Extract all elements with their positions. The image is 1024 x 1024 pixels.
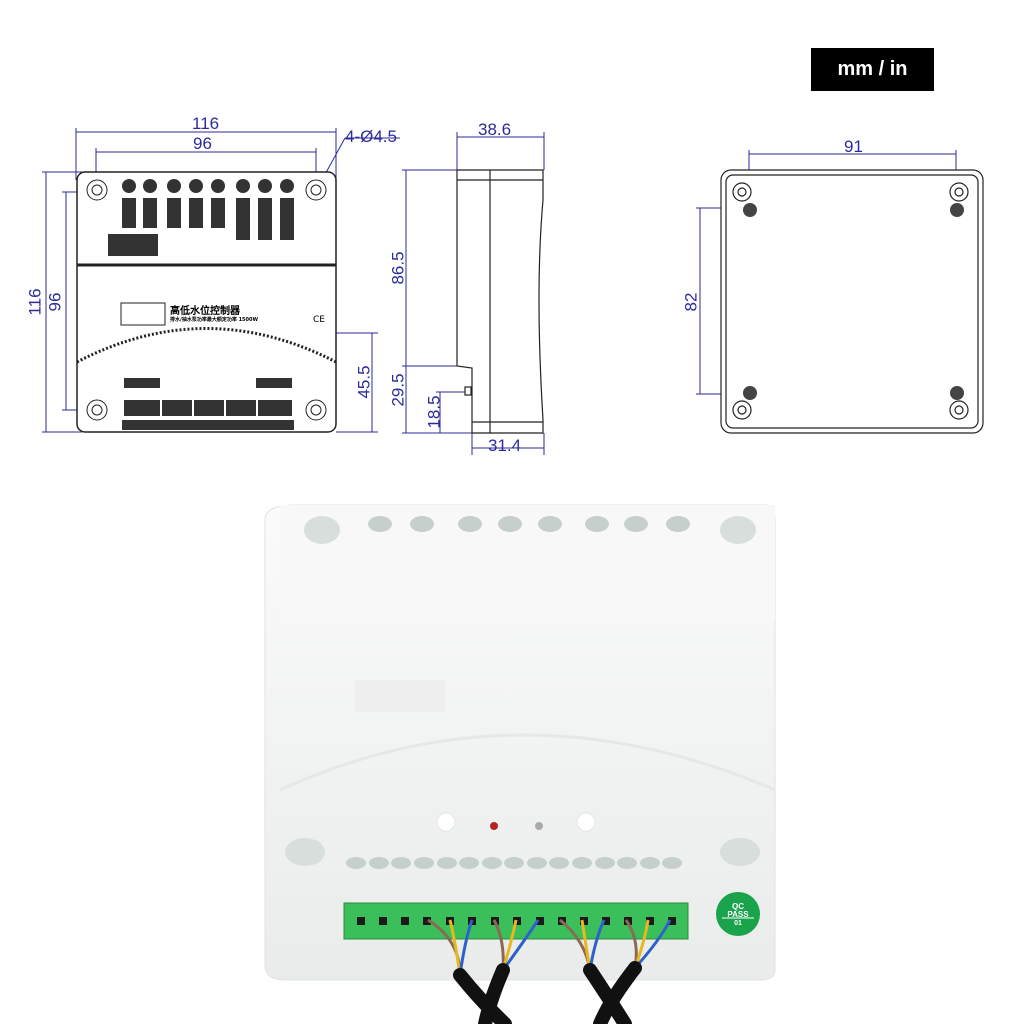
dim-lower-step: 29.5 [388,373,408,407]
dim-depth: 38.6 [478,120,512,139]
ce-mark: CE [313,315,325,325]
dim-overall-height: 116 [25,288,45,316]
product-title: 高低水位控制器 [170,306,240,317]
dim-hole-width: 96 [193,134,212,153]
qc-sticker-line2: PASS [727,910,749,919]
dim-hole-spacing-y: 82 [681,292,701,312]
dim-overall-width: 116 [192,114,220,133]
dim-holes: 4-Ø4.5 [345,127,397,146]
product-subtitle: 排水/抽水泵功率最大额定功率 1500W [170,317,258,323]
qc-sticker-line1: QC [732,902,744,911]
front-view-drawing [42,128,400,433]
dim-upper-height: 86.5 [388,251,408,285]
dim-hole-height: 96 [45,292,65,312]
qc-sticker-line3: 01 [734,920,742,927]
dim-base-depth: 31.4 [488,436,522,455]
dim-lower-height: 45.5 [354,365,374,399]
dim-step-height: 18.5 [424,395,444,429]
product-photo [264,504,776,1024]
rear-view-drawing [696,150,984,434]
unit-badge: mm / in [811,48,934,91]
unit-label: mm / in [837,58,908,80]
side-view-drawing [402,132,545,455]
dim-hole-spacing-x: 91 [844,137,863,156]
